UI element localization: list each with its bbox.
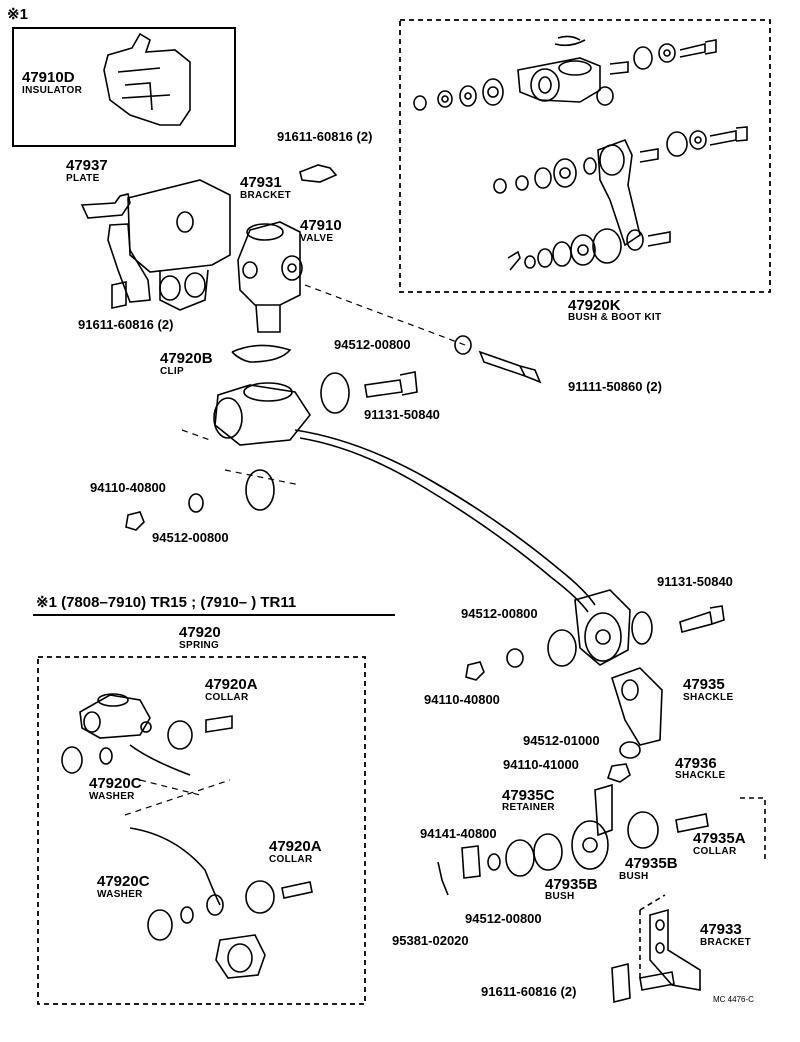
washer-c2-name: WASHER bbox=[97, 889, 143, 900]
nut-left-number: 94110-40800 bbox=[90, 480, 166, 495]
nut-41-number: 94141-40800 bbox=[420, 826, 497, 841]
washer-c2-number: 47920C bbox=[97, 873, 150, 890]
kit-row-2 bbox=[493, 126, 748, 247]
clip-name: CLIP bbox=[160, 366, 184, 377]
shackle-36-name: SHACKLE bbox=[675, 770, 726, 781]
valve-name: VALVE bbox=[300, 233, 334, 244]
retainer-name: RETAINER bbox=[502, 802, 555, 813]
collar-a2-number: 47920A bbox=[269, 838, 322, 855]
washer-low-number: 94512-00800 bbox=[465, 911, 542, 926]
bracket-top-number: 47931 bbox=[240, 174, 282, 191]
kit-row-1 bbox=[413, 35, 717, 111]
valve-part bbox=[111, 164, 338, 333]
bolt-low-number: 91611-60816 (2) bbox=[481, 984, 577, 999]
bolt-left-number: 91611-60816 (2) bbox=[78, 317, 174, 332]
collar-a1-number: 47920A bbox=[205, 676, 258, 693]
collar-a1-name: COLLAR bbox=[205, 692, 249, 703]
bracket-low-name: BRACKET bbox=[700, 937, 751, 948]
washer-1000-number: 94512-01000 bbox=[523, 733, 600, 748]
shackle-35-name: SHACKLE bbox=[683, 692, 734, 703]
collar-a2-name: COLLAR bbox=[269, 854, 313, 865]
kit-number: 47920K bbox=[568, 297, 621, 314]
kit-row-3 bbox=[507, 228, 671, 271]
retainer-number: 47935C bbox=[502, 787, 555, 804]
bracket-assembly bbox=[80, 179, 231, 311]
low-bracket bbox=[611, 908, 701, 1004]
bush-b1-name: BUSH bbox=[545, 891, 575, 902]
bracket-box bbox=[639, 797, 766, 980]
insulator-name: INSULATOR bbox=[22, 85, 83, 96]
bolt-long-number: 91111-50860 (2) bbox=[568, 379, 662, 394]
washer-left-number: 94512-00800 bbox=[152, 530, 229, 545]
drawing-ref: MC 4476-C bbox=[713, 995, 754, 1004]
spring-box bbox=[37, 656, 366, 1005]
bolt-top-number: 91611-60816 (2) bbox=[277, 129, 373, 144]
bracket-low-number: 47933 bbox=[700, 921, 742, 938]
lever-body bbox=[213, 382, 596, 613]
shackle-assembly bbox=[437, 589, 725, 896]
insulator-number: 47910D bbox=[22, 69, 75, 86]
spring-leaders bbox=[124, 779, 231, 816]
valve-number: 47910 bbox=[300, 217, 342, 234]
collar-35a-name: COLLAR bbox=[693, 846, 737, 857]
washer-mid-number: 94512-00800 bbox=[461, 606, 538, 621]
plate-name: PLATE bbox=[66, 173, 100, 184]
collar-35a-number: 47935A bbox=[693, 830, 746, 847]
bolt-right-number: 91131-50840 bbox=[657, 574, 733, 589]
bush-b2-number: 47935B bbox=[625, 855, 678, 872]
long-bolt bbox=[478, 350, 542, 384]
insulator-frame bbox=[12, 27, 236, 147]
header-marker: ※1 bbox=[7, 6, 28, 23]
small-washer bbox=[454, 335, 472, 355]
kit-box bbox=[399, 19, 771, 293]
washer-ring-1 bbox=[320, 372, 350, 414]
bolt-short-number: 91131-50840 bbox=[364, 407, 440, 422]
spring-name: SPRING bbox=[179, 640, 220, 651]
nut-1000-number: 94110-41000 bbox=[503, 757, 579, 772]
washer-c1-number: 47920C bbox=[89, 775, 142, 792]
washer-c1-name: WASHER bbox=[89, 791, 135, 802]
spring-parts bbox=[61, 693, 313, 979]
washer-ring-2 bbox=[245, 469, 275, 511]
washer-a-number: 94512-00800 bbox=[334, 337, 411, 352]
insulator-part bbox=[103, 32, 191, 126]
hex-nut bbox=[125, 511, 145, 531]
lock-washer bbox=[188, 493, 204, 513]
bush-b2-name: BUSH bbox=[619, 871, 649, 882]
pin-number: 95381-02020 bbox=[392, 933, 469, 948]
clip-part bbox=[231, 344, 292, 363]
plate-number: 47937 bbox=[66, 157, 108, 174]
leader-lines bbox=[181, 284, 466, 486]
shackle-36-number: 47936 bbox=[675, 755, 717, 772]
bush-b1-number: 47935B bbox=[545, 876, 598, 893]
kit-name: BUSH & BOOT KIT bbox=[568, 312, 662, 323]
section-note: ※1 (7808–7910) TR15 ; (7910– ) TR11 bbox=[36, 594, 297, 611]
nut-mid-number: 94110-40800 bbox=[424, 692, 500, 707]
bracket-top-name: BRACKET bbox=[240, 190, 291, 201]
shackle-35-number: 47935 bbox=[683, 676, 725, 693]
clip-number: 47920B bbox=[160, 350, 213, 367]
short-bolt bbox=[364, 371, 418, 398]
spring-number: 47920 bbox=[179, 624, 221, 641]
